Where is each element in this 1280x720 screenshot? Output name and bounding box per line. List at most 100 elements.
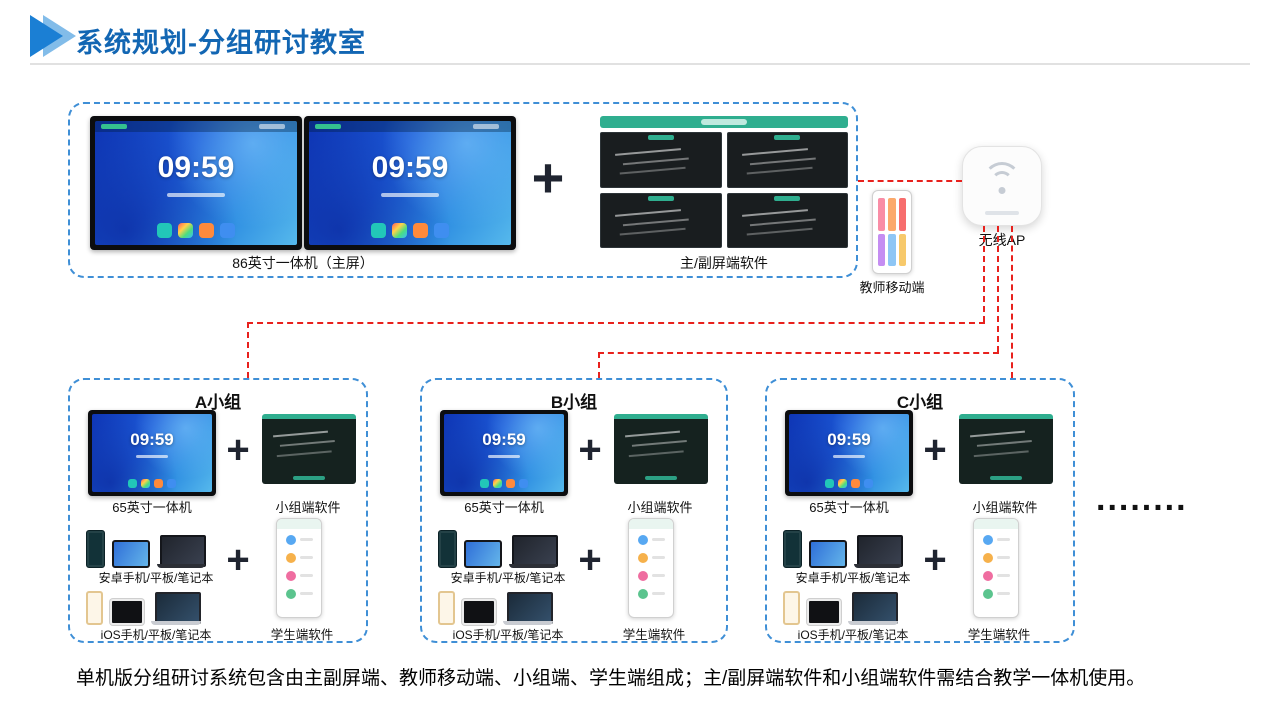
app-icon [167, 479, 176, 488]
group-software-label: 小组端软件 [275, 500, 341, 515]
ios-phone-icon [783, 591, 800, 625]
clock-time: 09:59 [482, 430, 526, 450]
group-software-screenshot [614, 414, 708, 484]
student-app-icon [983, 553, 1010, 563]
plus-sign: + [923, 538, 947, 582]
main-display-label: 86英寸一体机（主屏） [232, 255, 374, 271]
android-devices-image [783, 528, 903, 568]
android-tablet-icon [464, 540, 502, 568]
group-display-label: 65英寸一体机 [464, 500, 544, 515]
clock-time: 09:59 [130, 430, 174, 450]
clock-time: 09:59 [371, 151, 449, 185]
android-laptop-icon [509, 535, 558, 568]
software-panel [726, 132, 848, 188]
display-screen: 09:59 [444, 414, 564, 492]
app-card [878, 198, 886, 231]
app-icon [851, 479, 860, 488]
app-icon [157, 223, 172, 238]
display-screen: 09:59 [789, 414, 909, 492]
red-dashed-connector [983, 226, 985, 322]
android-phone-icon [438, 530, 457, 568]
app-card [898, 233, 906, 266]
clock-date [488, 454, 520, 458]
ios-laptop-icon [848, 592, 898, 625]
student-app-icon [638, 535, 665, 545]
student-software-label: 学生端软件 [270, 628, 334, 642]
student-app-icon [638, 589, 665, 599]
app-dock [157, 223, 235, 238]
app-icon [154, 479, 163, 488]
student-app-icon [983, 535, 1010, 545]
student-app-icon [638, 553, 665, 563]
student-app-icon [286, 553, 313, 563]
display-screen: 09:59 [309, 121, 511, 245]
red-dashed-connector [997, 226, 999, 352]
app-dock [128, 479, 176, 488]
clock-date [167, 192, 225, 197]
android-tablet-icon [809, 540, 847, 568]
plus-sign: + [578, 428, 602, 472]
group-zone-c: C小组 09:59 + 65英寸一体机 小组端软件 安卓手机/平板/笔记本 + [765, 378, 1075, 643]
ios-devices-image [86, 590, 201, 625]
clock-date [136, 454, 168, 458]
app-dock [480, 479, 528, 488]
app-icon [825, 479, 834, 488]
app-icon [480, 479, 489, 488]
student-app-icon [983, 589, 1010, 599]
android-laptop-icon [157, 535, 206, 568]
student-app-icon [983, 571, 1010, 581]
app-icon [371, 223, 386, 238]
clock-time: 09:59 [827, 430, 871, 450]
student-app-icon [638, 571, 665, 581]
student-app-icon [286, 571, 313, 581]
app-icon [141, 479, 150, 488]
app-icon [434, 223, 449, 238]
student-software-screenshot [973, 518, 1019, 618]
main-software-screenshot [600, 116, 848, 248]
student-software-screenshot [628, 518, 674, 618]
group-display: 09:59 [88, 410, 216, 496]
app-dock [371, 223, 449, 238]
wifi-arc-icon [983, 162, 1021, 200]
red-dashed-connector [598, 352, 999, 354]
app-card [888, 233, 896, 266]
app-icon [178, 223, 193, 238]
caption-text: 单机版分组研讨系统包含由主副屏端、教师移动端、小组端、学生端组成；主/副屏端软件… [76, 668, 1146, 689]
android-phone-icon [86, 530, 105, 568]
group-name: A小组 [194, 393, 242, 412]
android-laptop-icon [854, 535, 903, 568]
group-zone-b: B小组 09:59 + 65英寸一体机 小组端软件 安卓手机/平板/笔记本 + [420, 378, 728, 643]
title-divider [30, 63, 1250, 65]
software-panel [600, 132, 722, 188]
group-name: B小组 [550, 393, 598, 412]
app-icon [199, 223, 214, 238]
ios-devices-image [438, 590, 553, 625]
red-dashed-connector [858, 180, 962, 182]
app-icon [392, 223, 407, 238]
more-groups-ellipsis: ........ [1096, 480, 1188, 518]
ios-laptop-icon [151, 592, 201, 625]
android-devices-label: 安卓手机/平板/笔记本 [450, 571, 566, 585]
teacher-mobile-device [872, 190, 912, 274]
android-devices-label: 安卓手机/平板/笔记本 [98, 571, 214, 585]
page-title: 系统规划-分组研讨教室 [76, 28, 366, 58]
app-icon [493, 479, 502, 488]
plus-sign: + [531, 146, 565, 209]
red-dashed-connector [598, 352, 600, 378]
app-icon [506, 479, 515, 488]
android-devices-label: 安卓手机/平板/笔记本 [795, 571, 911, 585]
ios-tablet-icon [807, 599, 841, 625]
plus-sign: + [578, 538, 602, 582]
group-display: 09:59 [440, 410, 568, 496]
app-card [888, 198, 896, 231]
group-display: 09:59 [785, 410, 913, 496]
ios-devices-image [783, 590, 898, 625]
app-card [898, 198, 906, 231]
clock-time: 09:59 [157, 151, 235, 185]
red-dashed-connector [1011, 226, 1013, 378]
main-screen-zone: 09:59 09:59 [68, 102, 858, 278]
clock-date [381, 192, 439, 197]
android-tablet-icon [112, 540, 150, 568]
group-display-label: 65英寸一体机 [112, 500, 192, 515]
